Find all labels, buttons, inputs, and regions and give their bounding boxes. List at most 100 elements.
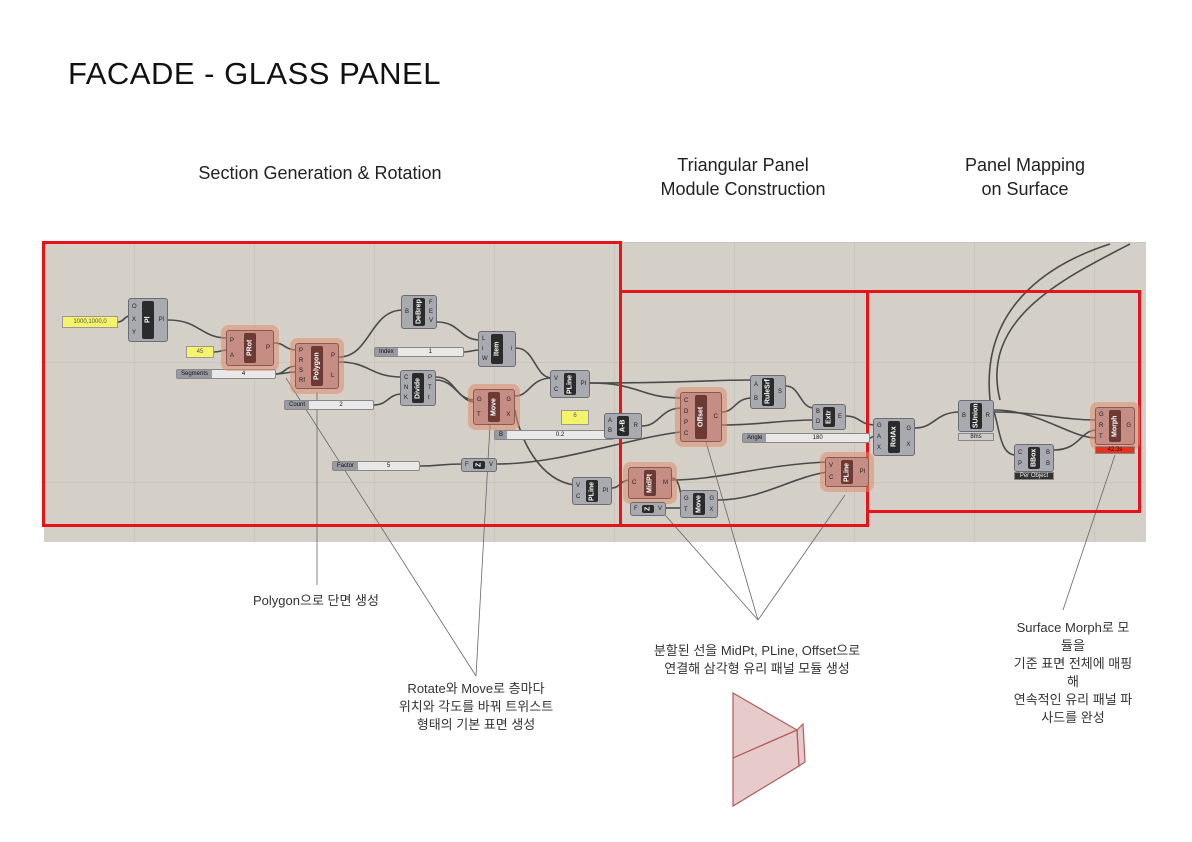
output-port[interactable]: C bbox=[713, 414, 718, 420]
input-port[interactable]: R bbox=[1099, 422, 1104, 429]
input-port[interactable]: O bbox=[132, 304, 137, 311]
output-port[interactable]: B bbox=[1045, 449, 1050, 456]
input-port[interactable]: Rf bbox=[299, 378, 305, 384]
input-port[interactable]: D bbox=[684, 408, 689, 415]
input-port[interactable]: W bbox=[482, 356, 488, 362]
output-port[interactable]: G bbox=[1126, 423, 1131, 429]
output-port[interactable]: V bbox=[657, 506, 662, 512]
input-port[interactable]: D bbox=[816, 419, 821, 425]
input-port[interactable]: K bbox=[404, 395, 409, 401]
input-port[interactable]: C bbox=[576, 493, 581, 500]
output-port[interactable]: R bbox=[633, 423, 638, 429]
output-port[interactable]: M bbox=[663, 480, 668, 486]
output-port[interactable]: V bbox=[488, 462, 493, 468]
output-port[interactable]: G bbox=[506, 396, 511, 403]
input-port[interactable]: R bbox=[299, 358, 304, 364]
output-port[interactable]: P bbox=[427, 375, 432, 381]
input-port[interactable]: Y bbox=[132, 329, 137, 336]
input-port[interactable]: A bbox=[608, 418, 613, 424]
output-port[interactable]: F bbox=[428, 299, 433, 306]
output-port[interactable]: V bbox=[428, 318, 433, 325]
input-port[interactable]: X bbox=[877, 444, 882, 451]
input-port[interactable]: F bbox=[465, 462, 469, 468]
output-port[interactable]: t bbox=[427, 395, 430, 401]
input-port[interactable]: P bbox=[230, 337, 235, 344]
input-port[interactable]: P bbox=[684, 419, 689, 426]
output-port[interactable]: i bbox=[510, 346, 512, 352]
slider-value[interactable]: 180 bbox=[812, 435, 823, 441]
output-port[interactable]: E bbox=[428, 308, 433, 315]
slider-value[interactable]: 1 bbox=[428, 349, 433, 355]
input-port[interactable]: N bbox=[404, 385, 409, 391]
output-port[interactable]: X bbox=[506, 411, 511, 418]
input-port[interactable]: C bbox=[1018, 449, 1023, 456]
output-port[interactable]: P bbox=[330, 353, 335, 359]
input-port[interactable]: G bbox=[877, 423, 882, 430]
input-port[interactable]: T bbox=[1099, 433, 1103, 440]
input-port[interactable]: B bbox=[754, 396, 759, 402]
input-port[interactable]: C bbox=[404, 375, 409, 381]
value-panel[interactable]: 6 bbox=[561, 410, 589, 425]
input-port[interactable]: C bbox=[829, 475, 834, 481]
output-port[interactable]: G bbox=[709, 495, 714, 502]
output-port[interactable]: X bbox=[709, 506, 714, 513]
input-port[interactable]: B bbox=[962, 413, 967, 419]
input-port[interactable]: A bbox=[230, 352, 235, 359]
input-port[interactable]: S bbox=[299, 368, 304, 374]
input-port[interactable]: T bbox=[477, 411, 481, 418]
input-port[interactable]: V bbox=[554, 375, 559, 382]
input-port[interactable]: V bbox=[576, 482, 581, 489]
output-port[interactable]: Pl bbox=[158, 317, 164, 323]
output-port[interactable]: L bbox=[330, 373, 335, 379]
input-port[interactable]: L bbox=[482, 336, 486, 342]
input-port[interactable]: B bbox=[816, 409, 821, 415]
output-port[interactable]: P bbox=[265, 345, 270, 351]
output-port[interactable]: T bbox=[427, 385, 432, 391]
input-port[interactable]: G bbox=[477, 396, 482, 403]
input-port[interactable]: C bbox=[632, 480, 637, 486]
input-port[interactable]: T bbox=[684, 506, 688, 513]
output-port[interactable]: R bbox=[985, 413, 990, 419]
input-port[interactable]: X bbox=[132, 316, 137, 323]
output-port[interactable]: Pl bbox=[580, 381, 586, 387]
input-port[interactable]: B bbox=[608, 428, 613, 434]
input-port[interactable]: C bbox=[684, 430, 689, 437]
input-port[interactable]: G bbox=[1099, 412, 1104, 419]
input-port[interactable]: P bbox=[1018, 460, 1023, 467]
slider-value[interactable]: 5 bbox=[386, 463, 391, 469]
input-port[interactable]: F bbox=[634, 506, 638, 512]
input-port[interactable]: i bbox=[482, 346, 484, 352]
slider-value[interactable]: 4 bbox=[241, 371, 246, 377]
input-port[interactable]: V bbox=[829, 463, 834, 469]
input-port[interactable]: C bbox=[684, 397, 689, 404]
point-panel[interactable]: 1000,1000,0 bbox=[62, 316, 118, 328]
slider-b[interactable]: B 0.2 bbox=[494, 430, 614, 440]
output-port[interactable]: X bbox=[906, 442, 911, 448]
output-port[interactable]: B bbox=[1045, 460, 1050, 467]
slider-value[interactable]: 0.2 bbox=[555, 432, 565, 438]
input-port[interactable]: P bbox=[299, 348, 304, 354]
input-port[interactable]: C bbox=[554, 386, 559, 393]
